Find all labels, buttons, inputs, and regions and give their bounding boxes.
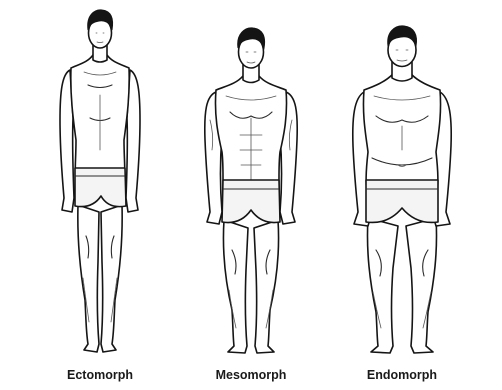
endomorph-label: Endomorph: [342, 367, 462, 383]
mesomorph-label: Mesomorph: [191, 367, 311, 383]
ectomorph-label: Ectomorph: [40, 367, 160, 383]
ectomorph-figure: [60, 10, 140, 352]
endomorph-figure: [353, 26, 451, 353]
mesomorph-figure: [205, 28, 297, 353]
